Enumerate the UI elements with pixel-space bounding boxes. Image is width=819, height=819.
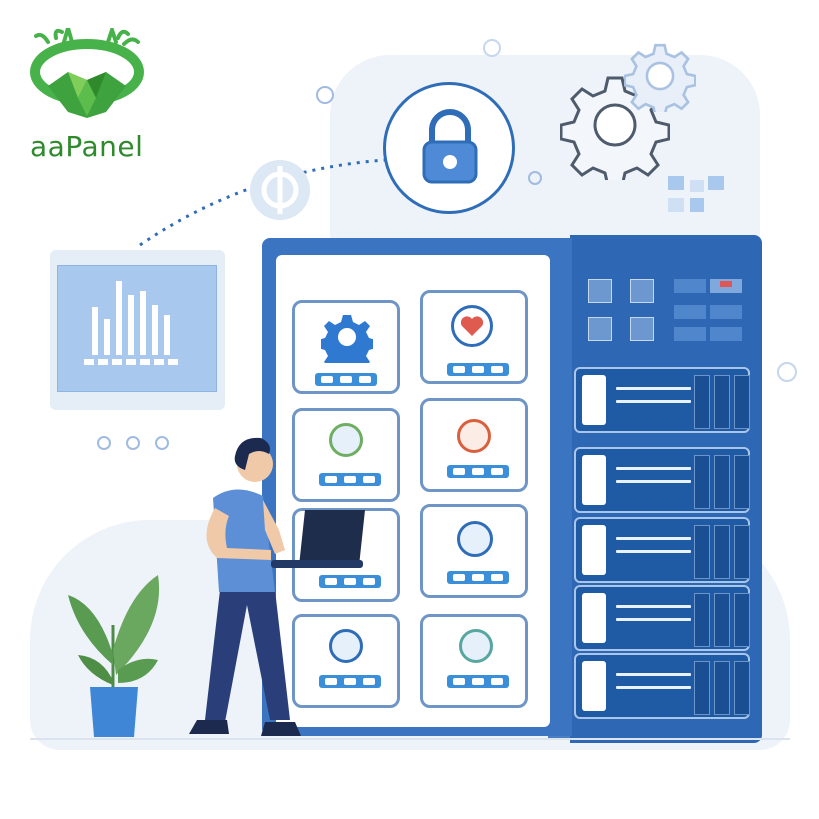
app-tile[interactable] [420,504,528,598]
install-button[interactable] [319,675,381,688]
key-icon [329,629,363,663]
gear-icon [321,315,373,363]
rack-indicator [674,279,706,293]
install-button[interactable] [447,571,509,584]
person-icon [189,437,365,736]
currency-icon [250,160,310,220]
rack-indicator [710,305,742,319]
rack-vent [630,317,654,341]
app-tile[interactable] [420,290,528,384]
rack-indicator [674,305,706,319]
server-slot [574,367,750,433]
rack-indicator [710,327,742,341]
app-tile[interactable] [420,614,528,708]
app-tile[interactable] [292,300,400,394]
server-slot [574,653,750,719]
lock-icon [422,109,478,184]
drive-face-icon [582,661,606,711]
heart-icon [451,305,493,347]
plant-icon [68,575,160,737]
leaf-icon [329,423,363,457]
floor-line [30,738,790,740]
bug-icon [457,419,491,453]
drive-face-icon [582,375,606,425]
server-slot [574,585,750,651]
rack-vent [588,317,612,341]
install-button[interactable] [447,363,509,376]
refresh-icon [459,629,493,663]
fox-icon [457,521,493,557]
rack-vent [588,279,612,303]
install-button[interactable] [447,675,509,688]
drive-face-icon [582,455,606,505]
install-button[interactable] [315,373,377,386]
install-button[interactable] [319,473,381,486]
server-slot [574,447,750,513]
app-tile[interactable] [292,614,400,708]
gear-icon [624,43,696,112]
install-button[interactable] [447,465,509,478]
bar-chart-icon [84,281,178,365]
status-led-icon [720,281,732,287]
brand-name: aaPanel [30,130,144,163]
server-slot [574,517,750,583]
app-tile[interactable] [420,398,528,492]
rack-vent [630,279,654,303]
install-button[interactable] [319,575,381,588]
app-tile[interactable] [292,408,400,502]
bar-chart-panel [57,265,217,392]
drive-face-icon [582,525,606,575]
rack-indicator [674,327,706,341]
drive-face-icon [582,593,606,643]
aapanel-logo-icon [30,28,144,118]
server-rack [570,235,762,743]
